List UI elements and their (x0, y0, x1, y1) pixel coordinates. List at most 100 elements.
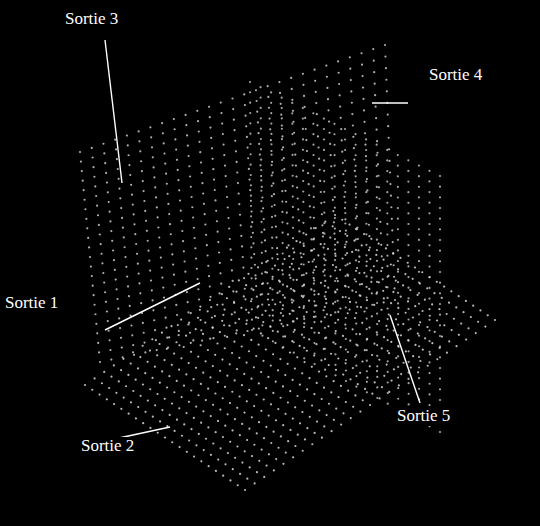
grid-point (308, 377, 310, 379)
grid-point (197, 278, 199, 280)
grid-point (279, 290, 281, 292)
grid-point (224, 425, 226, 427)
grid-point (248, 178, 250, 180)
grid-point (231, 429, 233, 431)
grid-point (365, 265, 367, 267)
grid-point (428, 287, 430, 289)
grid-point (263, 398, 265, 400)
grid-point (167, 193, 169, 195)
grid-point (324, 306, 326, 308)
grid-point (332, 303, 334, 305)
grid-point (359, 295, 361, 297)
grid-point (98, 351, 100, 353)
grid-point (130, 324, 132, 326)
grid-point (407, 308, 409, 310)
grid-point (453, 318, 455, 320)
grid-point (234, 311, 236, 313)
grid-point (289, 429, 291, 431)
grid-point (365, 159, 367, 161)
grid-point (323, 201, 325, 203)
grid-point (302, 232, 304, 234)
grid-point (329, 237, 331, 239)
grid-point (334, 259, 336, 261)
grid-point (196, 268, 198, 270)
grid-point (204, 360, 206, 362)
grid-point (334, 217, 336, 219)
grid-point (245, 323, 247, 325)
grid-point (215, 431, 217, 433)
grid-point (356, 306, 358, 308)
grid-point (296, 279, 298, 281)
grid-point (179, 199, 181, 201)
grid-point (240, 307, 242, 309)
point-grid (79, 44, 496, 491)
grid-point (426, 287, 428, 289)
grid-point (292, 206, 294, 208)
grid-point (333, 232, 335, 234)
grid-point (407, 339, 409, 341)
grid-point (407, 350, 409, 352)
grid-point (313, 332, 315, 334)
grid-point (428, 308, 430, 310)
grid-point (293, 132, 295, 134)
grid-point (368, 235, 370, 237)
grid-point (249, 102, 251, 104)
grid-point (304, 400, 306, 402)
grid-point (376, 140, 378, 142)
grid-point (376, 312, 378, 314)
grid-point (297, 434, 299, 436)
grid-point (366, 328, 368, 330)
grid-point (262, 360, 264, 362)
grid-point (145, 220, 147, 222)
grid-point (376, 249, 378, 251)
grid-point (356, 267, 358, 269)
grid-point (303, 274, 305, 276)
grid-point (191, 206, 193, 208)
grid-point (428, 351, 430, 353)
grid-point (283, 168, 285, 170)
grid-point (336, 241, 338, 243)
grid-point (281, 211, 283, 213)
grid-point (105, 301, 107, 303)
grid-point (378, 243, 380, 245)
grid-point (357, 238, 359, 240)
grid-point (135, 243, 137, 245)
grid-point (330, 353, 332, 355)
grid-point (351, 102, 353, 104)
grid-point (363, 310, 365, 312)
grid-point (290, 288, 292, 290)
grid-point (388, 352, 390, 354)
grid-point (405, 350, 407, 352)
grid-point (441, 297, 443, 299)
grid-point (167, 203, 169, 205)
grid-point (184, 114, 186, 116)
grid-point (287, 233, 289, 235)
grid-point (212, 337, 214, 339)
grid-point (414, 344, 416, 346)
grid-point (386, 318, 388, 320)
grid-point (222, 475, 224, 477)
grid-point (147, 399, 149, 401)
grid-point (337, 396, 339, 398)
grid-point (344, 362, 346, 364)
grid-point (376, 370, 378, 372)
grid-point (250, 339, 252, 341)
grid-point (313, 258, 315, 260)
grid-point (189, 332, 191, 334)
grid-point (333, 154, 335, 156)
grid-point (407, 300, 409, 302)
grid-point (279, 301, 281, 303)
grid-point (365, 191, 367, 193)
grid-point (220, 102, 222, 104)
grid-point (455, 345, 457, 347)
grid-point (134, 233, 136, 235)
grid-point (249, 189, 251, 191)
grid-point (269, 287, 271, 289)
grid-point (210, 306, 212, 308)
grid-point (243, 295, 245, 297)
grid-point (156, 206, 158, 208)
grid-point (298, 267, 300, 269)
grid-point (318, 409, 320, 411)
grid-point (91, 389, 93, 391)
grid-point (347, 312, 349, 314)
